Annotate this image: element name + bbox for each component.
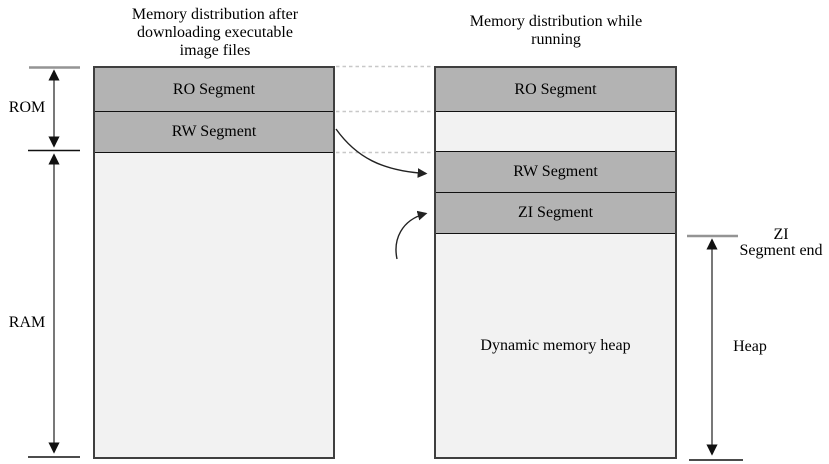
ro-segment-left: RO Segment	[95, 68, 333, 112]
zi-segment-end-label: ZI Segment end	[733, 227, 829, 259]
left-column-title: Memory distribution after downloading ex…	[131, 6, 299, 59]
free-area-left	[95, 153, 333, 457]
left-memory-box: RO Segment RW Segment	[93, 66, 335, 459]
rw-copy-arrow	[335, 128, 428, 178]
right-memory-box: RO Segment RW Segment ZI Segment Dynamic…	[434, 66, 677, 459]
ram-label: RAM	[8, 314, 46, 331]
rw-segment-left: RW Segment	[95, 112, 333, 153]
rw-segment-right: RW Segment	[436, 152, 675, 193]
zi-init-arrow	[395, 210, 428, 260]
ro-segment-right-label: RO Segment	[514, 80, 597, 98]
zi-segment-right: ZI Segment	[436, 193, 675, 234]
heap-label: Heap	[733, 338, 767, 355]
heap-segment-label: Dynamic memory heap	[480, 336, 631, 354]
right-column-title: Memory distribution while running	[469, 13, 643, 48]
rom-label: ROM	[8, 99, 46, 116]
zi-segment-end-line2: Segment end	[739, 242, 823, 259]
rw-segment-right-label: RW Segment	[513, 163, 598, 180]
zi-segment-end-line1: ZI	[773, 226, 789, 243]
ro-segment-right: RO Segment	[436, 68, 675, 112]
heap-segment-right: Dynamic memory heap	[436, 234, 675, 457]
zi-segment-right-label: ZI Segment	[517, 204, 594, 221]
reserved-gap-right	[436, 112, 675, 152]
rw-segment-left-label: RW Segment	[171, 123, 257, 140]
ro-segment-left-label: RO Segment	[172, 80, 256, 98]
